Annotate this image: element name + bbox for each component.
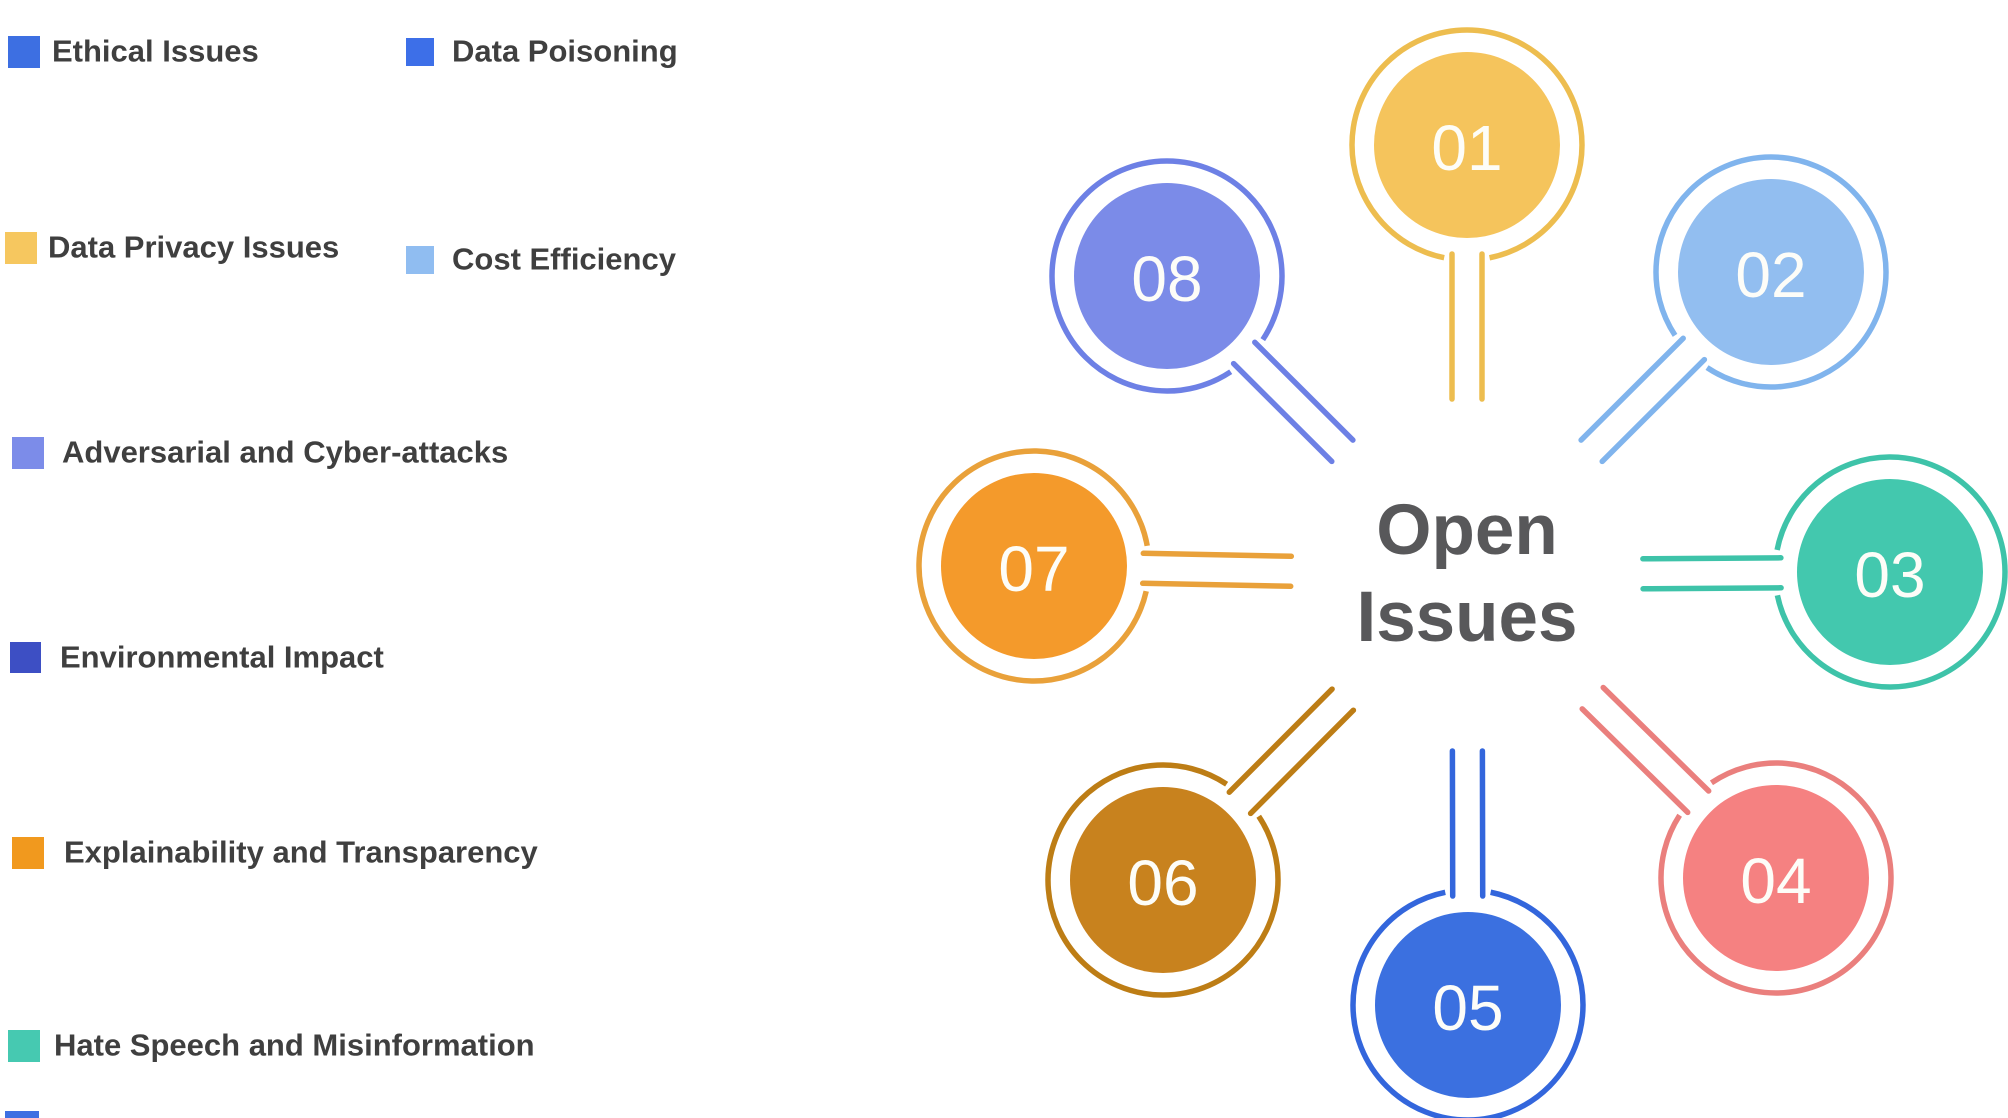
node-number: 08 — [1131, 243, 1202, 315]
node-outer-ring — [1349, 27, 1585, 263]
node-04: 04 — [1579, 684, 1894, 996]
node-number: 07 — [998, 533, 1069, 605]
connector-line — [1579, 706, 1691, 816]
legend-label: Hate Speech and Misinformation — [54, 1027, 535, 1063]
node-circle — [1074, 183, 1260, 369]
node-06: 06 — [1045, 686, 1357, 998]
legend-label: Ethical Issues — [52, 33, 259, 69]
legend-swatch — [12, 437, 44, 469]
node-outer-ring — [1049, 158, 1285, 394]
legend-swatch — [8, 1030, 40, 1062]
node-05: 05 — [1350, 748, 1586, 1118]
node-number: 03 — [1854, 539, 1925, 611]
legend-label: Data Privacy Issues — [48, 229, 340, 265]
cutoff-legend-swatch — [5, 1111, 39, 1118]
node-circle — [1374, 52, 1560, 238]
connector-line — [1247, 707, 1357, 817]
legend-swatch — [5, 232, 37, 264]
legend-swatch — [12, 837, 44, 869]
node-circle — [1678, 179, 1864, 365]
node-02: 02 — [1578, 154, 1889, 465]
legend-swatch — [10, 642, 41, 673]
hub-title-line1: Open — [1376, 491, 1558, 570]
connector-line — [1600, 684, 1712, 794]
node-number: 01 — [1431, 112, 1502, 184]
node-number: 05 — [1432, 972, 1503, 1044]
node-08: 08 — [1049, 158, 1356, 465]
connector-line — [1140, 550, 1295, 560]
node-number: 06 — [1127, 847, 1198, 919]
connector-line — [1139, 580, 1294, 590]
connector-line — [1230, 360, 1335, 465]
node-outer-ring — [1658, 760, 1894, 996]
node-circle — [1070, 787, 1256, 973]
node-number: 02 — [1735, 239, 1806, 311]
hub-title: Open Issues — [1207, 487, 1727, 661]
legend-label: Data Poisoning — [452, 33, 678, 69]
hub-title-line2: Issues — [1356, 578, 1578, 657]
connector-line — [1599, 356, 1708, 465]
node-outer-ring — [1772, 454, 2008, 690]
node-outer-ring — [1350, 887, 1586, 1118]
node-outer-ring — [916, 448, 1152, 684]
connector-line — [1252, 339, 1356, 443]
connector-line — [1640, 555, 1784, 562]
connector-line — [1640, 585, 1784, 592]
node-circle — [941, 473, 1127, 659]
legend-swatch — [8, 36, 40, 68]
legend-label: Cost Efficiency — [452, 241, 676, 277]
node-circle — [1375, 912, 1561, 1098]
connector-line — [1578, 335, 1686, 443]
legend-label: Environmental Impact — [60, 638, 384, 674]
connector-line — [1226, 686, 1335, 795]
legend-label: Adversarial and Cyber-attacks — [62, 434, 509, 470]
legend-swatch — [406, 246, 434, 274]
legend-swatch — [406, 38, 434, 66]
node-number: 04 — [1740, 845, 1811, 917]
node-circle — [1797, 479, 1983, 665]
node-01: 01 — [1349, 27, 1585, 402]
legend-label: Explainability and Transparency — [64, 834, 538, 870]
node-outer-ring — [1045, 762, 1281, 998]
node-outer-ring — [1653, 154, 1889, 390]
node-03: 03 — [1640, 454, 2008, 690]
node-07: 07 — [916, 448, 1295, 684]
node-circle — [1683, 785, 1869, 971]
